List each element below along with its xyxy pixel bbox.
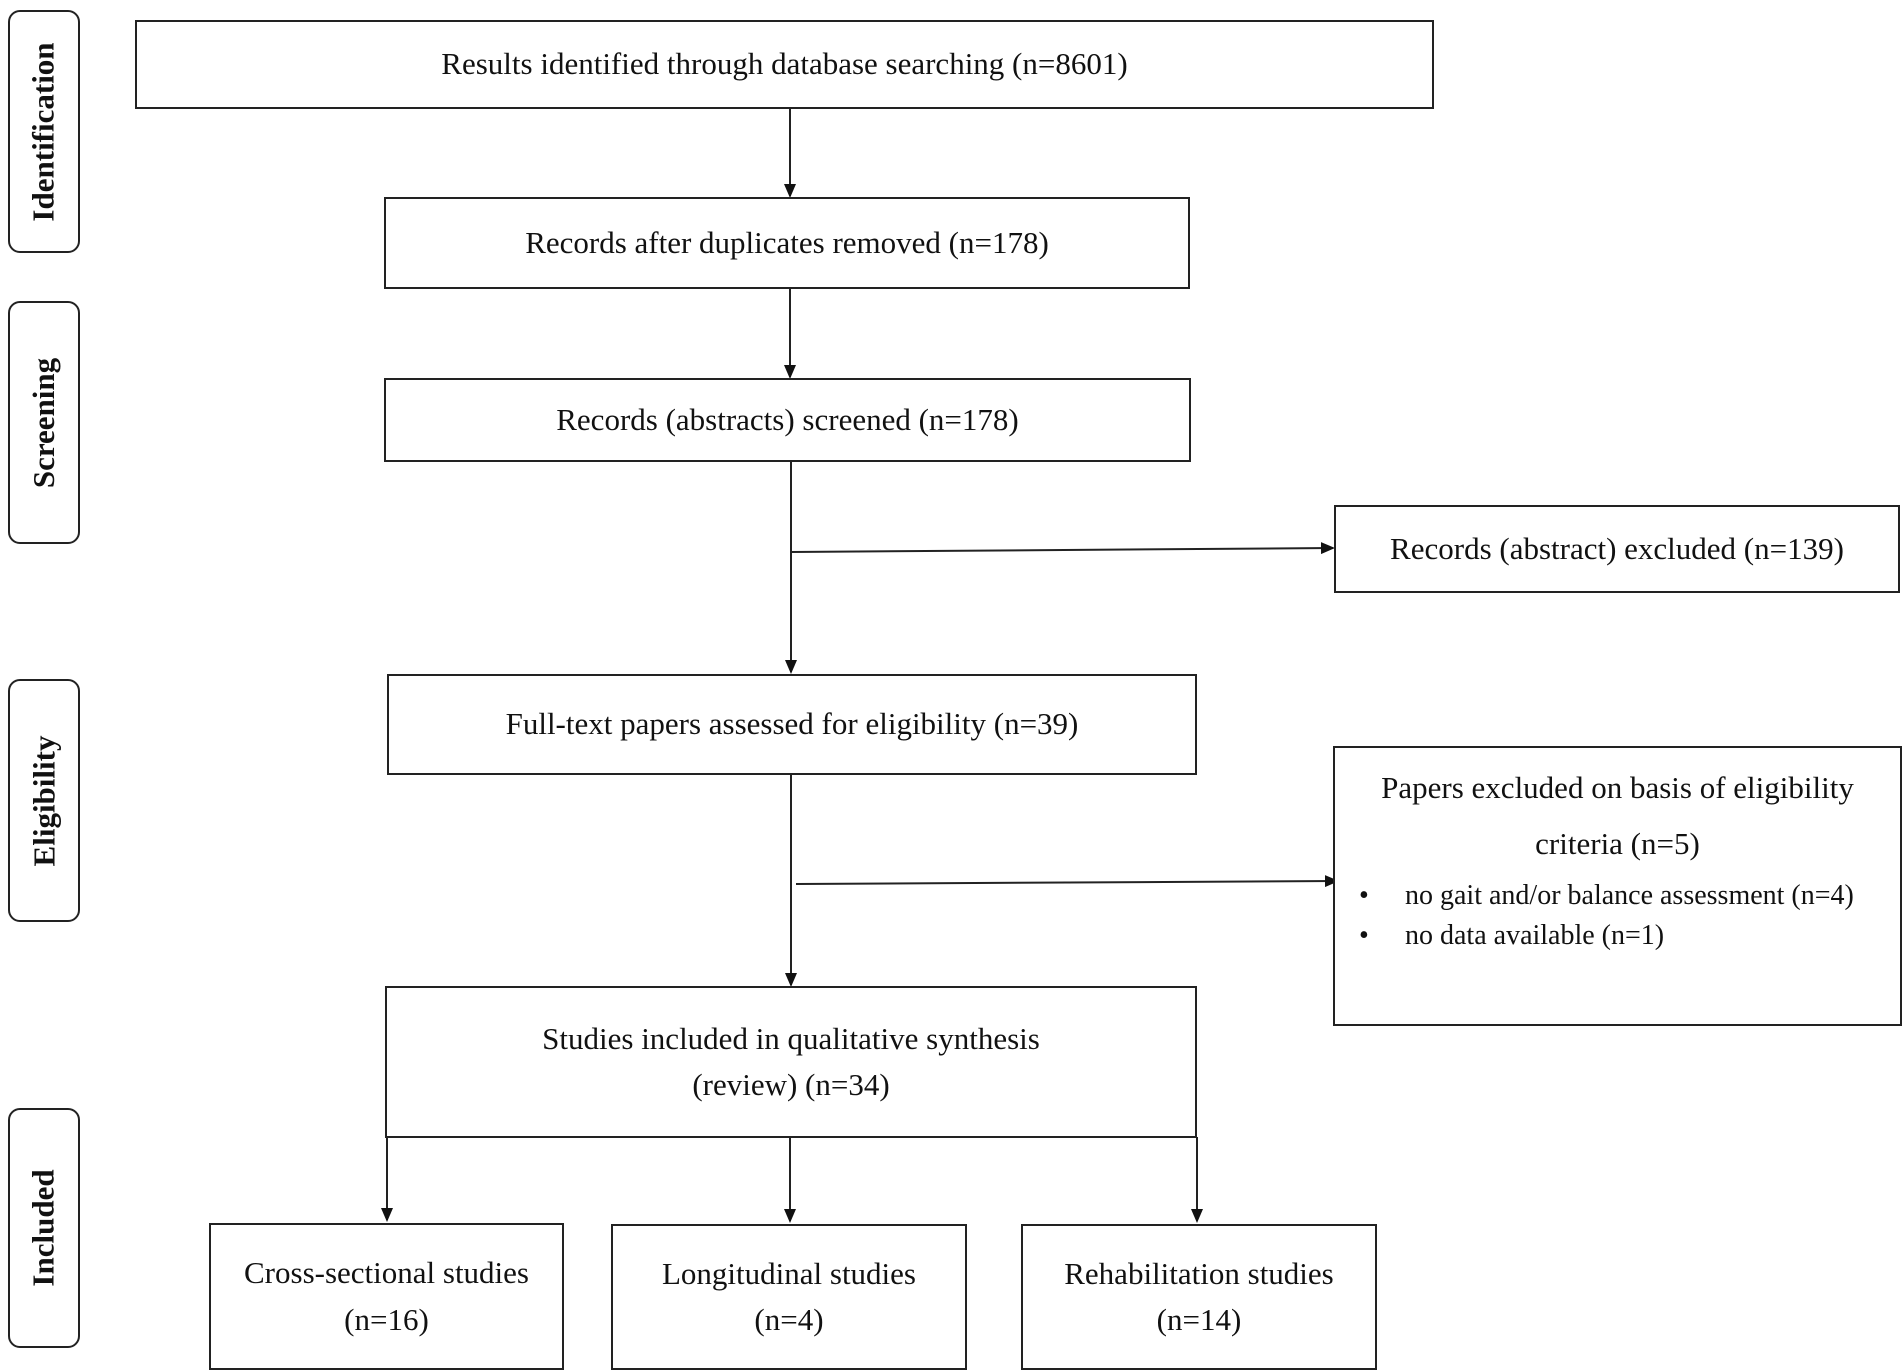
box-fulltext-excluded-title-line2: criteria (n=5)	[1535, 826, 1700, 861]
box-identified-text: Results identified through database sear…	[441, 46, 1128, 82]
box-fulltext-excluded-title: Papers excluded on basis of eligibility …	[1351, 760, 1884, 872]
box-cross-sectional: Cross-sectional studies (n=16)	[209, 1223, 564, 1370]
box-fulltext-excluded-title-line1: Papers excluded on basis of eligibility	[1381, 770, 1854, 805]
stage-included: Included	[8, 1108, 80, 1348]
box-fulltext-text: Full-text papers assessed for eligibilit…	[505, 706, 1079, 742]
box-rehabilitation: Rehabilitation studies (n=14)	[1021, 1224, 1377, 1370]
box-included-line1: Studies included in qualitative synthesi…	[542, 1020, 1040, 1056]
arrow-to-abstract-excluded	[790, 542, 1335, 555]
arrow-to-fulltext-excluded	[795, 875, 1339, 888]
box-included: Studies included in qualitative synthesi…	[385, 986, 1197, 1138]
box-fulltext-excluded: Papers excluded on basis of eligibility …	[1333, 746, 1902, 1026]
box-rehabilitation-count: (n=14)	[1156, 1302, 1242, 1337]
stage-identification: Identification	[8, 10, 80, 253]
box-abstract-excluded-text: Records (abstract) excluded (n=139)	[1390, 530, 1844, 566]
exclusion-reason-item: no data available (n=1)	[1351, 916, 1884, 956]
box-deduplicated-text: Records after duplicates removed (n=178)	[525, 224, 1049, 260]
box-rehabilitation-label: Rehabilitation studies	[1064, 1255, 1334, 1291]
box-included-line2: (review) (n=34)	[692, 1067, 890, 1102]
exclusion-reasons-list: no gait and/or balance assessment (n=4) …	[1351, 876, 1884, 956]
box-screened: Records (abstracts) screened (n=178)	[384, 378, 1191, 462]
box-identified: Results identified through database sear…	[135, 20, 1434, 109]
box-cross-sectional-count: (n=16)	[344, 1301, 429, 1337]
box-longitudinal-label: Longitudinal studies	[661, 1255, 916, 1291]
box-deduplicated: Records after duplicates removed (n=178)	[384, 197, 1190, 289]
exclusion-reason-item: no gait and/or balance assessment (n=4)	[1351, 876, 1884, 916]
stage-screening: Screening	[8, 301, 80, 544]
box-longitudinal-count: (n=4)	[754, 1302, 824, 1337]
box-longitudinal: Longitudinal studies (n=4)	[611, 1224, 967, 1370]
box-screened-text: Records (abstracts) screened (n=178)	[556, 401, 1019, 437]
box-cross-sectional-label: Cross-sectional studies	[244, 1255, 529, 1290]
stage-eligibility: Eligibility	[8, 679, 80, 922]
box-fulltext: Full-text papers assessed for eligibilit…	[387, 674, 1197, 775]
box-abstract-excluded: Records (abstract) excluded (n=139)	[1334, 505, 1900, 593]
